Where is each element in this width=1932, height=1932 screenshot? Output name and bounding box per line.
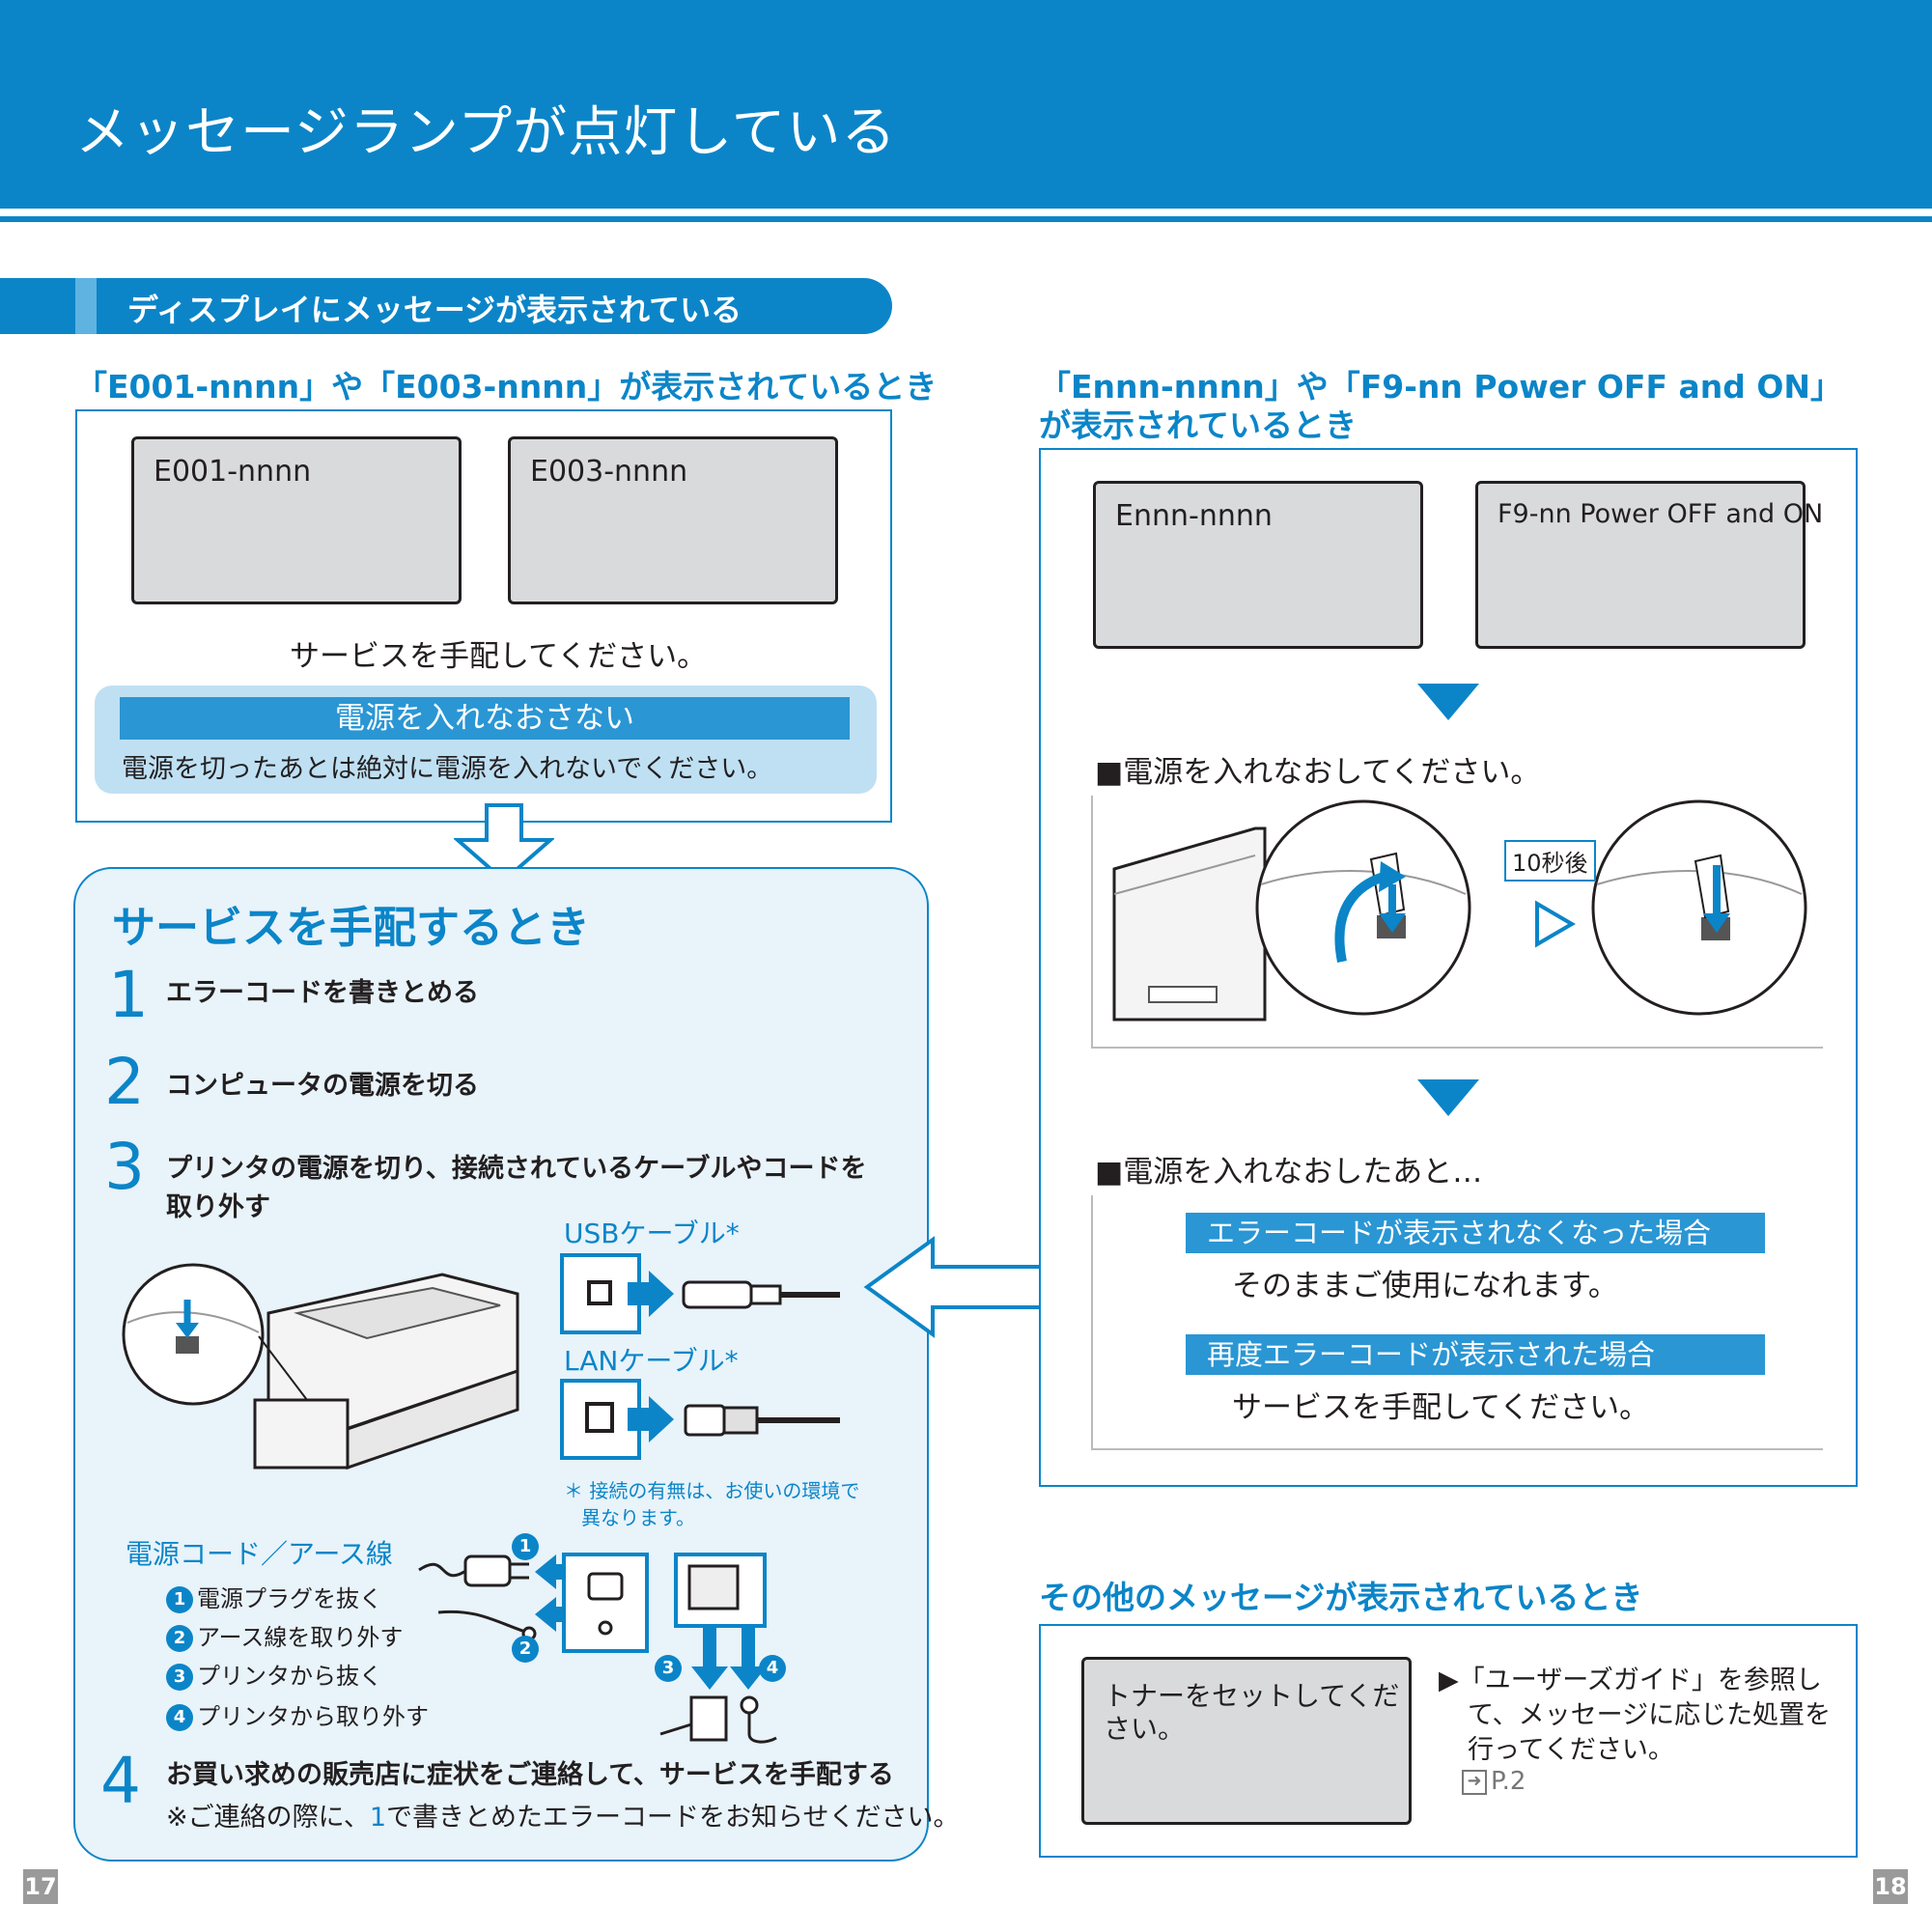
usb-cable-illustration [560, 1253, 840, 1334]
lcd-toner-line-2: さい。 [1104, 1713, 1186, 1745]
step-4-text: お買い求めの販売店に症状をご連絡して、サービスを手配する [166, 1760, 894, 1790]
step-3-number: 3 [104, 1130, 145, 1204]
page-title: メッセージランプが点灯している [75, 101, 897, 164]
ref-line-1: ▶「ユーザーズガイド」を参照し [1439, 1666, 1822, 1695]
footnote-line-2: 異なります。 [581, 1506, 695, 1529]
service-title: サービスを手配するとき [112, 902, 591, 953]
lcd-ennn-text: Ennn-nnnn [1115, 499, 1273, 533]
step-1-text: エラーコードを書きとめる [166, 978, 479, 1008]
ref-line-3: 行ってください。 [1468, 1735, 1674, 1765]
power-item-1-text: 電源プラグを抜く [197, 1585, 382, 1612]
diagram-num-3: 3 [655, 1655, 682, 1682]
lcd-e001: E001-nnnn [131, 436, 462, 604]
down-triangle-icon-2 [1417, 1079, 1479, 1116]
step-3-text-2: 取り外す [166, 1192, 270, 1222]
case-2-text: サービスを手配してください。 [1232, 1390, 1650, 1425]
other-block-heading: その他のメッセージが表示されているとき [1039, 1579, 1643, 1616]
lan-cable-illustration [560, 1379, 840, 1460]
lcd-f9-text: F9-nn Power OFF and ON [1498, 499, 1824, 529]
power-cord-heading: 電源コード／アース線 [126, 1538, 393, 1570]
section-bar-accent [75, 278, 97, 334]
case-1-label: エラーコードが表示されなくなった場合 [1186, 1213, 1765, 1253]
case-1-text: そのままご使用になれます。 [1232, 1269, 1618, 1303]
power-item-1-num: 1 [166, 1586, 193, 1613]
page-number-left: 17 [23, 1869, 58, 1904]
section-title: ディスプレイにメッセージが表示されている [127, 292, 742, 328]
lcd-e003-text: E003-nnnn [530, 455, 688, 489]
step-4-note-prefix: ※ご連絡の際に、 [166, 1803, 370, 1833]
lan-label: LANケーブル* [564, 1345, 739, 1377]
power-item-2-text: アース線を取り外す [197, 1624, 404, 1651]
step-4-number: 4 [100, 1744, 141, 1818]
warning-body: 電源を切ったあとは絶対に電源を入れないでください。 [122, 754, 773, 784]
power-item-2-num: 2 [166, 1625, 193, 1652]
left-block-heading: 「E001-nnnn」や「E003-nnnn」が表示されているとき [75, 368, 938, 406]
power-item-3-num: 3 [166, 1664, 193, 1691]
service-message: サービスを手配してください。 [290, 639, 708, 674]
header-rule [0, 216, 1932, 222]
diagram-num-4: 4 [759, 1655, 786, 1682]
diagram-num-2: 2 [512, 1636, 539, 1663]
lcd-ennn: Ennn-nnnn [1093, 481, 1423, 649]
restart-illustration-frame [1091, 796, 1823, 1049]
diagram-num-1: 1 [512, 1533, 539, 1560]
down-arrow-icon [454, 803, 554, 883]
power-item-4-text: プリンタから取り外す [197, 1703, 429, 1730]
lcd-toner-line-1: トナーをセットしてくだ [1104, 1680, 1400, 1712]
power-item-4-num: 4 [166, 1704, 193, 1731]
step-4-note: ※ご連絡の際に、1で書きとめたエラーコードをお知らせください。 [166, 1796, 959, 1834]
ref-line-2: て、メッセージに応じた処置を [1468, 1700, 1832, 1730]
step-1-number: 1 [108, 958, 149, 1032]
step-3-text: プリンタの電源を切り、接続されているケーブルやコードを [166, 1154, 867, 1184]
warning-title: 電源を入れなおさない [120, 697, 850, 740]
lcd-toner: トナーをセットしてくだ さい。 [1081, 1657, 1412, 1825]
lcd-f9: F9-nn Power OFF and ON [1475, 481, 1823, 649]
section-bar [0, 278, 892, 334]
restart-heading: ■電源を入れなおしてください。 [1095, 755, 1541, 790]
restart-illustration [1112, 799, 1807, 1022]
page-ref-text: P.2 [1491, 1767, 1526, 1796]
down-triangle-icon [1417, 684, 1479, 720]
header-band [0, 0, 1932, 209]
step-4-note-num: 1 [369, 1803, 387, 1833]
step-2-text: コンピュータの電源を切る [166, 1071, 479, 1101]
usb-label: USBケーブル* [564, 1218, 740, 1249]
right-block-heading-1: 「Ennn-nnnn」や「F9-nn Power OFF and ON」 [1039, 368, 1843, 406]
after-heading: ■電源を入れなおしたあと… [1095, 1155, 1483, 1190]
after-frame [1091, 1195, 1823, 1450]
right-block-heading-2: が表示されているとき [1039, 406, 1358, 444]
page-ref-icon: ➜ [1462, 1769, 1487, 1795]
case-2-label: 再度エラーコードが表示された場合 [1186, 1334, 1765, 1375]
power-item-3-text: プリンタから抜く [197, 1663, 382, 1690]
printer-illustration [122, 1263, 519, 1470]
power-cord-diagram [418, 1553, 777, 1744]
lcd-e003: E003-nnnn [508, 436, 838, 604]
step-2-number: 2 [104, 1045, 145, 1119]
page-ref-link[interactable]: ➜P.2 [1462, 1767, 1526, 1796]
step-4-note-suffix: で書きとめたエラーコードをお知らせください。 [386, 1803, 960, 1833]
footnote-line-1: ＊ 接続の有無は、お使いの環境で [564, 1479, 860, 1502]
page-number-right: 18 [1873, 1869, 1908, 1904]
seconds-label: 10秒後 [1504, 840, 1596, 882]
lcd-e001-text: E001-nnnn [154, 455, 312, 489]
